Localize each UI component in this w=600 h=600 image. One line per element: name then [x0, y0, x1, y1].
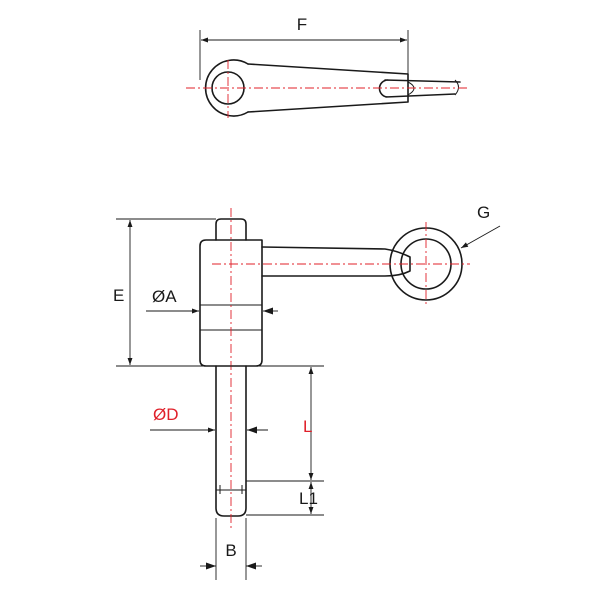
- label-l: L: [303, 417, 312, 436]
- label-g: G: [477, 203, 490, 222]
- label-a: ØA: [152, 287, 177, 306]
- side-view: E ØA G ØD L L1 B: [113, 203, 501, 580]
- lever-arm: [261, 246, 411, 277]
- label-l1: L1: [299, 489, 318, 508]
- top-view-ring-stub: [378, 79, 461, 98]
- a-arrow-right: [263, 307, 273, 315]
- label-e: E: [113, 286, 124, 305]
- d-arrow-right: [247, 426, 257, 434]
- label-d: ØD: [153, 405, 179, 424]
- top-view-ring-join: [407, 81, 415, 96]
- hub-body: [199, 239, 263, 367]
- top-view-break-line: [454, 79, 459, 96]
- top-view: F: [186, 15, 470, 118]
- g-leader: [460, 225, 501, 249]
- label-b: B: [225, 541, 236, 560]
- label-f: F: [297, 15, 307, 34]
- top-spigot: [215, 218, 247, 241]
- b-arrow-right: [246, 562, 256, 570]
- b-arrow-left: [206, 562, 216, 570]
